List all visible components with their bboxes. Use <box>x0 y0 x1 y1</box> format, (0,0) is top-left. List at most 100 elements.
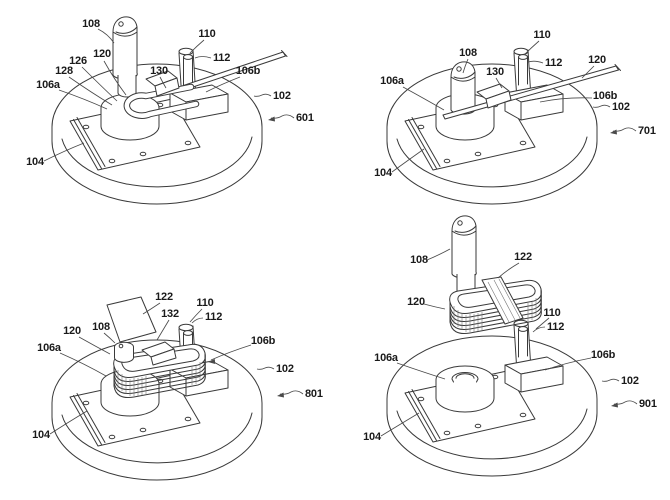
leader-130 <box>159 76 167 89</box>
label-112: 112 <box>545 57 562 69</box>
label-102: 102 <box>276 363 294 375</box>
label-122: 122 <box>155 291 173 303</box>
leader-104 <box>380 412 420 437</box>
base-assembly <box>386 335 598 477</box>
figure-number-label: 801 <box>305 388 323 400</box>
label-108: 108 <box>410 254 428 266</box>
leader-120 <box>581 65 595 79</box>
label-106b: 106b <box>251 335 276 347</box>
label-112: 112 <box>213 52 230 64</box>
leader-104 <box>43 142 85 162</box>
cord-guide-groove-outer <box>451 372 479 380</box>
leader-122 <box>142 302 161 315</box>
label-112: 112 <box>547 321 564 333</box>
leader-106b <box>539 97 593 103</box>
leader-112 <box>191 317 204 324</box>
leader-120 <box>103 60 127 96</box>
figure-number-label: 901 <box>639 398 657 410</box>
cord-connector-front <box>485 90 512 109</box>
leader-102 <box>601 378 620 382</box>
label-120: 120 <box>588 54 606 66</box>
leader-108 <box>426 248 451 261</box>
leader-120 <box>423 303 446 310</box>
label-120: 120 <box>93 48 111 60</box>
leader-108 <box>97 28 115 44</box>
hook-post-lip <box>453 71 476 79</box>
label-106b: 106b <box>236 65 261 77</box>
leader-108 <box>462 58 469 74</box>
leader-108 <box>103 332 116 344</box>
leader-104 <box>49 410 88 435</box>
label-130: 130 <box>150 65 168 77</box>
label-110: 110 <box>543 307 560 319</box>
leader-112 <box>532 326 546 333</box>
figure-701: 110 108 130 112 120 106a 106b 102 701 10… <box>374 29 656 205</box>
label-112: 112 <box>205 311 222 323</box>
hook-post-detached <box>451 215 477 297</box>
label-102: 102 <box>621 375 639 387</box>
figure-number-label: 701 <box>638 125 656 137</box>
hook-post-hole <box>456 66 462 72</box>
label-132: 132 <box>161 308 179 320</box>
leader-102 <box>592 104 611 108</box>
arrowhead-601 <box>268 116 275 122</box>
label-108: 108 <box>459 47 477 59</box>
label-104: 104 <box>32 429 51 441</box>
label-104: 104 <box>374 167 393 179</box>
label-126: 126 <box>69 55 87 67</box>
leader-120 <box>78 336 111 355</box>
cord-bundle-band-hatch <box>487 278 521 323</box>
label-102: 102 <box>273 90 291 102</box>
figure-601: 108 120 126 128 106a 104 130 110 112 106… <box>26 16 314 205</box>
leader-102 <box>256 366 275 370</box>
figure-801: 122 132 110 112 120 108 106a 106b 102 80… <box>32 291 323 481</box>
leader-104 <box>391 148 425 173</box>
figure-number-label: 601 <box>296 112 314 124</box>
cord-wand-tip <box>281 50 288 57</box>
leader-130 <box>495 77 503 89</box>
leader-106b <box>544 357 592 371</box>
leader-110 <box>189 39 205 54</box>
label-110: 110 <box>533 29 550 41</box>
leader-110 <box>523 40 540 56</box>
leader-128 <box>68 76 113 106</box>
label-106a: 106a <box>36 79 61 91</box>
leader-112 <box>527 60 544 64</box>
leader-132 <box>156 319 170 341</box>
label-110: 110 <box>196 297 213 309</box>
leader-106b <box>205 76 241 93</box>
leader-112 <box>194 56 212 59</box>
folded-post-side <box>114 347 135 363</box>
label-102: 102 <box>612 101 630 113</box>
label-110: 110 <box>198 28 215 40</box>
label-106a: 106a <box>374 352 399 364</box>
label-108: 108 <box>92 321 110 333</box>
leader-102 <box>253 93 272 97</box>
label-120: 120 <box>407 296 425 308</box>
cord-bundle-band <box>481 276 524 325</box>
label-120: 120 <box>63 325 81 337</box>
arrowhead-106b <box>208 359 216 364</box>
label-106b: 106b <box>591 349 616 361</box>
arrowhead-901 <box>611 402 618 408</box>
label-122: 122 <box>514 251 532 263</box>
arrowhead-701 <box>610 129 617 135</box>
label-106a: 106a <box>37 342 62 354</box>
cord-tag <box>106 296 157 343</box>
label-128: 128 <box>55 65 73 77</box>
leader-126 <box>81 66 118 102</box>
label-106b: 106b <box>593 90 618 102</box>
cord-connector-front <box>154 77 180 97</box>
leader-106a <box>396 362 446 380</box>
cord-u-turn-inner <box>124 84 199 118</box>
folded-post-hole <box>118 343 124 349</box>
leader-106b <box>210 344 252 361</box>
cord-connector-front <box>150 348 177 366</box>
cord-wand-tip <box>614 64 621 71</box>
cord-guide-groove-opening <box>451 378 479 383</box>
label-130: 130 <box>486 66 504 78</box>
cord-guide-groove-inner <box>455 373 475 379</box>
label-106a: 106a <box>380 75 405 87</box>
